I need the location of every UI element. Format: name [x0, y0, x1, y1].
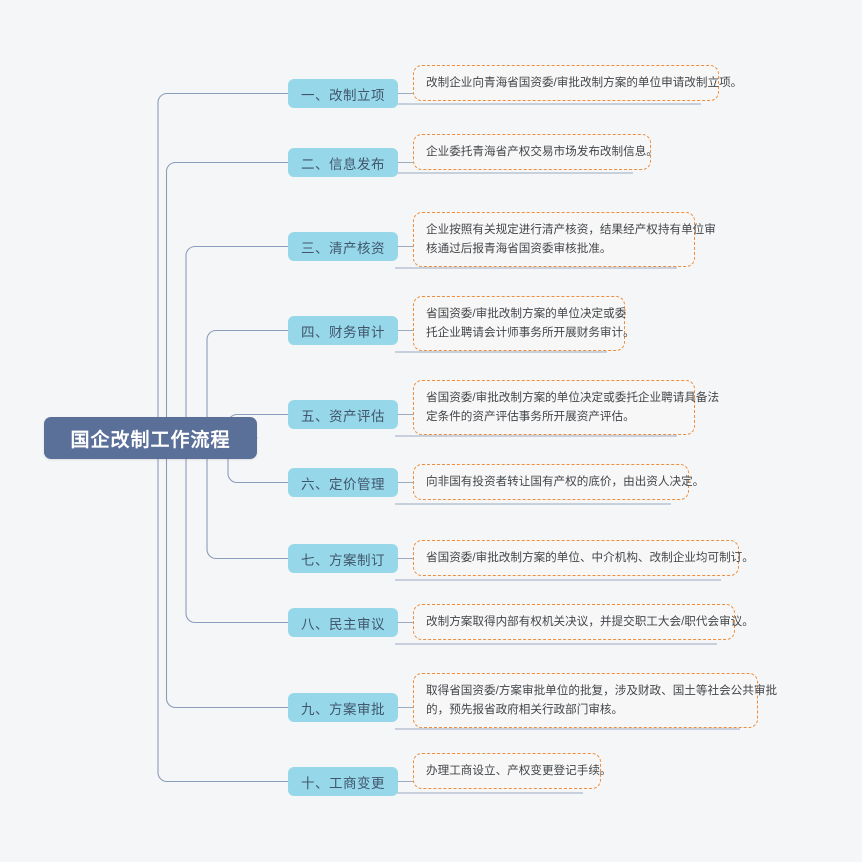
branch-label-8: 八、民主审议 — [301, 616, 385, 632]
detail-line: 托企业聘请会计师事务所开展财务审计。 — [426, 326, 635, 340]
branch-node-4[interactable]: 四、财务审计 — [288, 316, 398, 345]
detail-line: 省国资委/审批改制方案的单位、中介机构、改制企业均可制订。 — [426, 551, 754, 564]
branch-node-10[interactable]: 十、工商变更 — [288, 767, 398, 796]
branch-node-1[interactable]: 一、改制立项 — [288, 79, 398, 108]
detail-box-10[interactable]: 办理工商设立、产权变更登记手续。 — [413, 753, 612, 790]
branch-label-9: 九、方案审批 — [301, 701, 385, 717]
root-node-label: 国企改制工作流程 — [70, 429, 231, 451]
detail-line: 改制企业向青海省国资委/审批改制方案的单位申请改制立项。 — [426, 76, 743, 89]
branch-label-7: 七、方案制订 — [301, 552, 385, 568]
detail-line: 省国资委/审批改制方案的单位决定或委 — [426, 307, 627, 320]
detail-box-4[interactable]: 省国资委/审批改制方案的单位决定或委 托企业聘请会计师事务所开展财务审计。 — [413, 296, 635, 352]
branch-node-2[interactable]: 二、信息发布 — [288, 148, 398, 177]
detail-line: 定条件的资产评估事务所开展资产评估。 — [426, 410, 635, 424]
branch-node-7[interactable]: 七、方案制订 — [288, 544, 398, 573]
detail-box-1[interactable]: 改制企业向青海省国资委/审批改制方案的单位申请改制立项。 — [413, 65, 743, 102]
detail-line: 企业委托青海省产权交易市场发布改制信息。 — [426, 145, 658, 158]
detail-box-8[interactable]: 改制方案取得内部有权机关决议，并提交职工大会/职代会审议。 — [413, 604, 754, 641]
detail-box-2[interactable]: 企业委托青海省产权交易市场发布改制信息。 — [413, 134, 658, 171]
detail-line: 核通过后报青海省国资委审核批准。 — [426, 242, 612, 256]
root-node[interactable]: 国企改制工作流程 — [44, 417, 257, 459]
branch-node-3[interactable]: 三、清产核资 — [288, 232, 398, 261]
branch-node-5[interactable]: 五、资产评估 — [288, 400, 398, 429]
detail-line: 的，预先报省政府相关行政部门审核。 — [426, 703, 624, 717]
detail-line: 办理工商设立、产权变更登记手续。 — [426, 764, 612, 777]
branch-label-10: 十、工商变更 — [301, 775, 385, 791]
branch-label-3: 三、清产核资 — [301, 240, 385, 256]
detail-line: 取得省国资委/方案审批单位的批复，涉及财政、国土等社会公共审批 — [426, 684, 778, 697]
detail-line: 省国资委/审批改制方案的单位决定或委托企业聘请具备法 — [426, 391, 720, 404]
branch-node-8[interactable]: 八、民主审议 — [288, 608, 398, 637]
branch-label-2: 二、信息发布 — [301, 156, 385, 172]
branch-label-4: 四、财务审计 — [301, 324, 385, 340]
branch-label-1: 一、改制立项 — [301, 87, 385, 103]
detail-box-3[interactable]: 企业按照有关规定进行清产核资，结果经产权持有单位审 核通过后报青海省国资委审核批… — [413, 212, 716, 268]
detail-line: 向非国有投资者转让国有产权的底价，由出资人决定。 — [426, 475, 705, 488]
branch-label-6: 六、定价管理 — [301, 476, 385, 492]
branch-node-6[interactable]: 六、定价管理 — [288, 468, 398, 497]
branch-label-5: 五、资产评估 — [301, 408, 385, 424]
detail-box-9[interactable]: 取得省国资委/方案审批单位的批复，涉及财政、国土等社会公共审批 的，预先报省政府… — [413, 673, 778, 729]
detail-box-5[interactable]: 省国资委/审批改制方案的单位决定或委托企业聘请具备法 定条件的资产评估事务所开展… — [413, 380, 720, 436]
detail-box-6[interactable]: 向非国有投资者转让国有产权的底价，由出资人决定。 — [413, 464, 705, 501]
branch-node-9[interactable]: 九、方案审批 — [288, 693, 398, 722]
detail-box-7[interactable]: 省国资委/审批改制方案的单位、中介机构、改制企业均可制订。 — [413, 540, 754, 577]
detail-line: 改制方案取得内部有权机关决议，并提交职工大会/职代会审议。 — [426, 615, 754, 628]
detail-line: 企业按照有关规定进行清产核资，结果经产权持有单位审 — [426, 223, 716, 236]
